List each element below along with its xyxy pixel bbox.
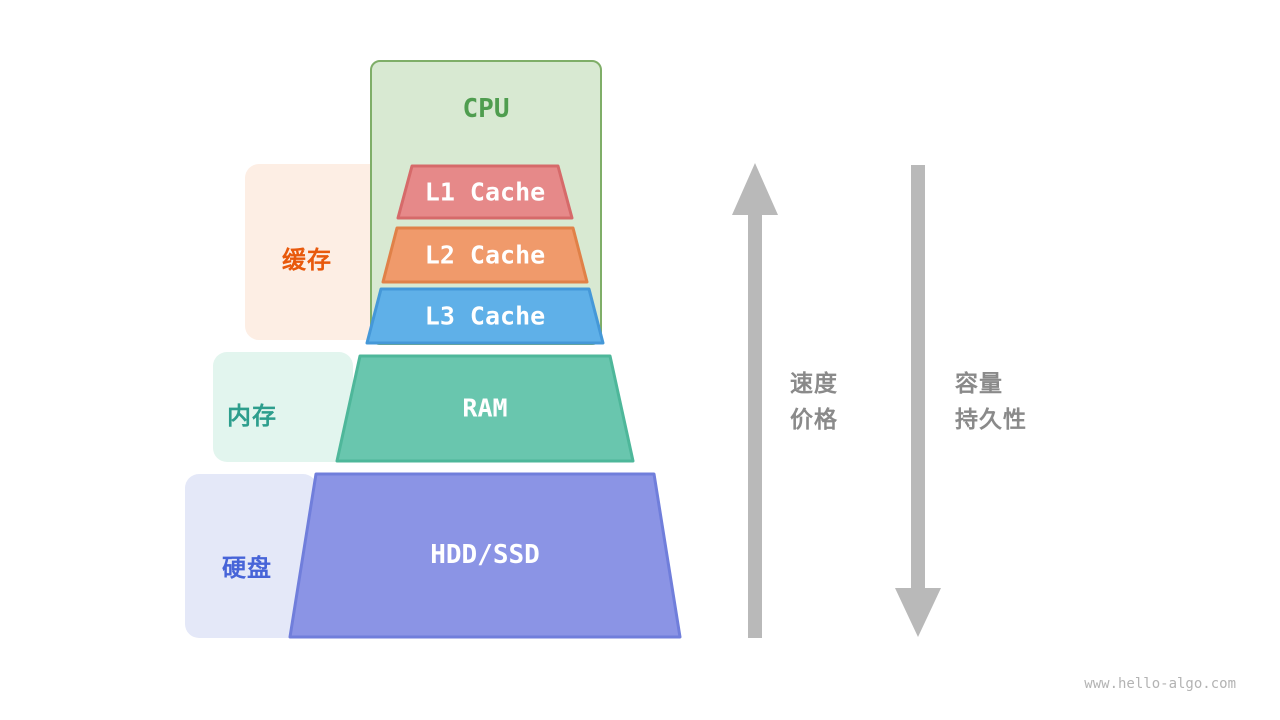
up-arrow-labels: 速度 价格 xyxy=(790,366,838,438)
down-arrow-labels: 容量 持久性 xyxy=(955,366,1027,438)
capacity-label: 容量 xyxy=(955,371,1003,397)
disk-group-label: 硬盘 xyxy=(222,554,272,582)
cache-group-label: 缓存 xyxy=(282,246,332,274)
l1-cache-label: L1 Cache xyxy=(425,178,545,207)
l2-cache-label: L2 Cache xyxy=(425,241,545,270)
l2-cache-trapezoid xyxy=(381,226,589,284)
ram-label: RAM xyxy=(462,394,507,423)
watermark: www.hello-algo.com xyxy=(1084,676,1236,692)
l3-cache-label: L3 Cache xyxy=(425,302,545,331)
hdd-ssd-trapezoid xyxy=(288,472,682,639)
l1-cache-trapezoid xyxy=(396,164,574,220)
price-label: 价格 xyxy=(790,407,838,433)
l3-cache-trapezoid xyxy=(365,287,605,345)
cpu-label: CPU xyxy=(462,94,510,124)
hdd-ssd-label: HDD/SSD xyxy=(430,540,540,570)
memory-group-box xyxy=(213,352,353,462)
ram-trapezoid xyxy=(335,354,635,463)
durability-label: 持久性 xyxy=(955,407,1027,433)
speed-label: 速度 xyxy=(790,371,838,397)
down-arrow-icon xyxy=(895,165,941,637)
memory-group-label: 内存 xyxy=(227,402,277,430)
up-arrow-icon xyxy=(732,163,778,638)
